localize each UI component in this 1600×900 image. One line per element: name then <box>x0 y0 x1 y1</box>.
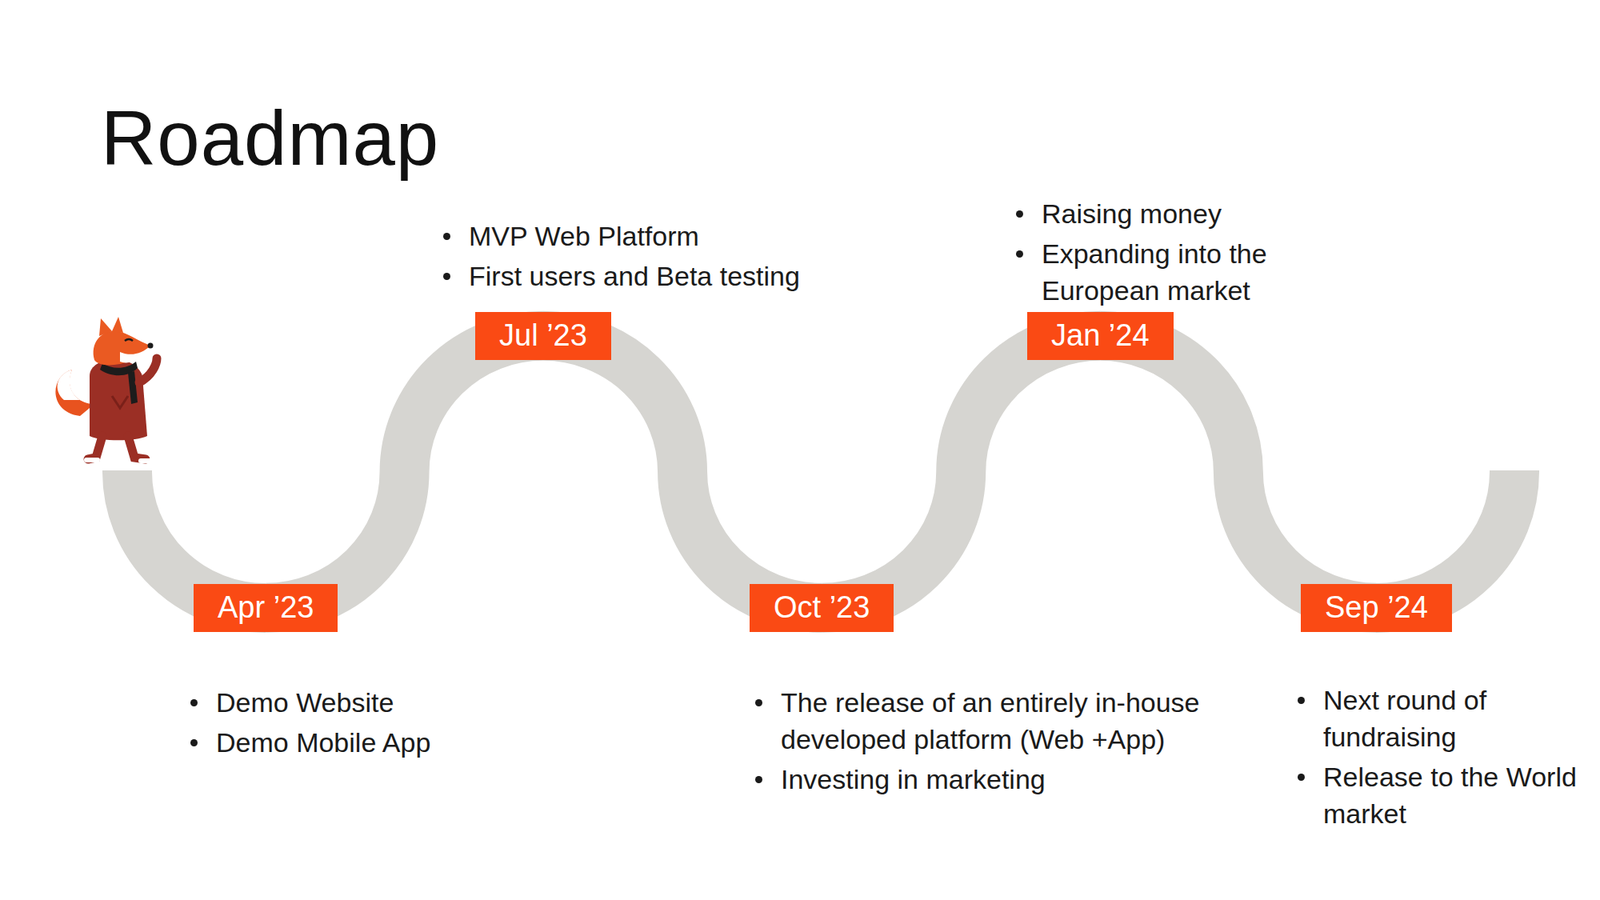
date-box: Oct ’23 <box>749 584 894 632</box>
bullet-item: Investing in marketing <box>753 760 1202 798</box>
date-box: Jan ’24 <box>1027 312 1174 360</box>
date-box: Apr ’23 <box>193 584 338 632</box>
date-box: Jul ’23 <box>475 312 612 360</box>
date-label: Sep ’24 <box>1324 590 1428 624</box>
bullet-list: Next round of fundraisingRelease to the … <box>1296 681 1594 836</box>
fox-illustration <box>55 316 157 461</box>
bullet-item: MVP Web Platform <box>441 217 858 255</box>
bullet-item: Raising money <box>1014 195 1319 232</box>
date-label: Oct ’23 <box>773 590 870 624</box>
bullet-item: The release of an entirely in-house deve… <box>753 684 1202 758</box>
date-label: Jul ’23 <box>499 318 588 352</box>
date-box: Sep ’24 <box>1300 584 1452 632</box>
road-segment <box>821 336 1100 608</box>
road-segment <box>543 336 822 608</box>
bullet-item: Expanding into the European market <box>1014 235 1319 309</box>
bullet-item: Demo Mobile App <box>188 724 525 761</box>
bullet-item: First users and Beta testing <box>441 257 858 295</box>
slide-title: Roadmap <box>100 94 440 183</box>
date-label: Apr ’23 <box>217 590 314 624</box>
date-label: Jan ’24 <box>1051 318 1150 352</box>
bullet-item: Next round of fundraising <box>1296 681 1594 756</box>
road-segment <box>265 336 544 608</box>
bullet-list: Demo WebsiteDemo Mobile App <box>188 684 525 764</box>
bullet-list: The release of an entirely in-house deve… <box>753 684 1202 801</box>
road-segment <box>1100 336 1376 608</box>
bullet-item: Release to the World market <box>1296 758 1594 832</box>
bullet-item: Demo Website <box>188 684 525 721</box>
bullet-list: Raising moneyExpanding into the European… <box>1014 195 1319 312</box>
bullet-list: MVP Web PlatformFirst users and Beta tes… <box>441 217 858 298</box>
